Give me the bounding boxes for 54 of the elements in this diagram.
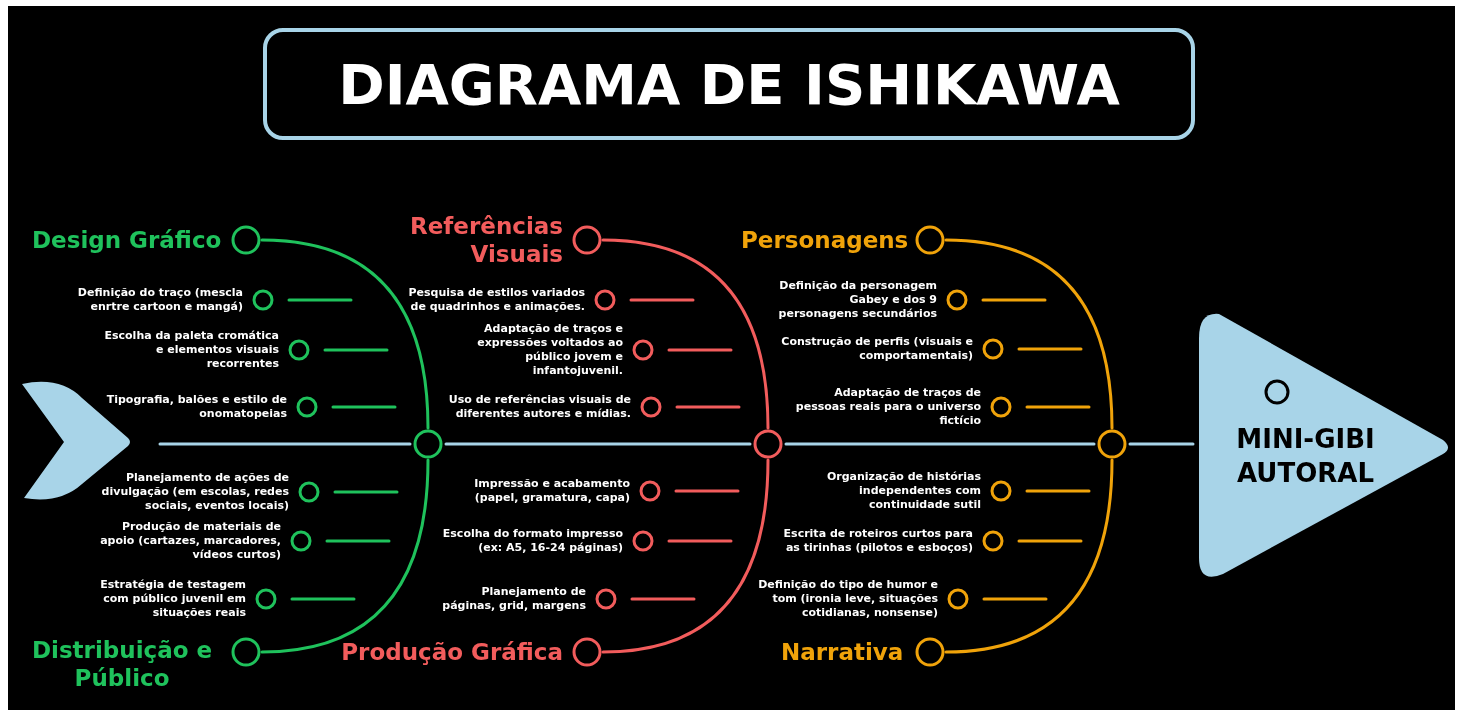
cause-text: Produção de materiais de apoio (cartazes, marcadores, vídeos curtos) (99, 520, 281, 562)
cause-text: Organização de histórias independentes com continuidade sutil (825, 470, 981, 512)
cause-text: Estratégia de testagem com público juvenil em situações reais (99, 578, 246, 620)
bone-line (601, 458, 770, 654)
spine-line (158, 442, 412, 446)
cause-text: Tipografia, balões e estilo de onomatopeias (105, 393, 287, 421)
branch-line (674, 489, 740, 493)
title-banner: DIAGRAMA DE ISHIKAWA (263, 28, 1195, 140)
branch-line (1017, 539, 1083, 543)
branch-line (325, 539, 391, 543)
cause-text: Planejamento de ações de divulgação (em escolas, redes sociais, eventos locais) (100, 471, 289, 513)
category-label: Personagens (741, 226, 906, 254)
bone-line (944, 238, 1114, 430)
cause-text: Adaptação de traços e expressões voltados ao público jovem e infantojuvenil. (476, 322, 623, 378)
cause-text: Planejamento de páginas, grid, margens (441, 585, 586, 613)
branch-line (290, 597, 356, 601)
branch-line (982, 597, 1048, 601)
category-label: Distribuição e Público (30, 636, 214, 692)
branch-line (287, 298, 353, 302)
branch-line (629, 298, 695, 302)
cause-text: Pesquisa de estilos variados de quadrinhos e animações. (407, 286, 585, 314)
branch-line (331, 405, 397, 409)
branch-line (333, 490, 399, 494)
cause-text: Construção de perfis (visuais e comportamentais) (780, 335, 973, 363)
cause-text: Definição da personagem Gabey e dos 9 personagens secundários (777, 279, 937, 321)
cause-text: Escolha do formato impresso (ex: A5, 16-24 páginas) (441, 527, 623, 555)
branch-line (1025, 489, 1091, 493)
branch-line (667, 539, 733, 543)
category-label: Referências Visuais (409, 212, 563, 268)
cause-text: Definição do tipo de humor e tom (ironia leve, situações cotidianas, nonsense) (757, 578, 938, 620)
branch-line (981, 298, 1047, 302)
cause-text: Escrita de roteiros curtos para as tirinhas (pilotos e esboços) (782, 527, 973, 555)
cause-text: Definição do traço (mescla enrtre cartoon e mangá) (76, 286, 243, 314)
branch-line (323, 348, 389, 352)
cause-text: Impressão e acabamento (papel, gramatura, capa) (473, 477, 630, 505)
bone-line (601, 238, 770, 430)
branch-line (630, 597, 696, 601)
category-label: Design Gráfico (32, 226, 222, 254)
branch-line (675, 405, 741, 409)
cause-text: Escolha da paleta cromática e elementos visuais recorrentes (103, 329, 279, 371)
bone-line (260, 458, 430, 654)
cause-text: Uso de referências visuais de diferentes autores e mídias. (447, 393, 631, 421)
cause-text: Adaptação de traços de pessoas reais para o universo fictício (794, 386, 981, 428)
branch-line (667, 348, 733, 352)
spine-line (1128, 442, 1195, 446)
spine-line (444, 442, 752, 446)
branch-line (1017, 347, 1083, 351)
spine-line (784, 442, 1096, 446)
bone-line (944, 458, 1114, 654)
bone-line (260, 238, 430, 430)
effect-label: MINI-GIBI AUTORAL (1235, 423, 1376, 490)
branch-line (1025, 405, 1091, 409)
category-label: Produção Gráfica (340, 638, 563, 666)
category-label: Narrativa (781, 638, 905, 666)
